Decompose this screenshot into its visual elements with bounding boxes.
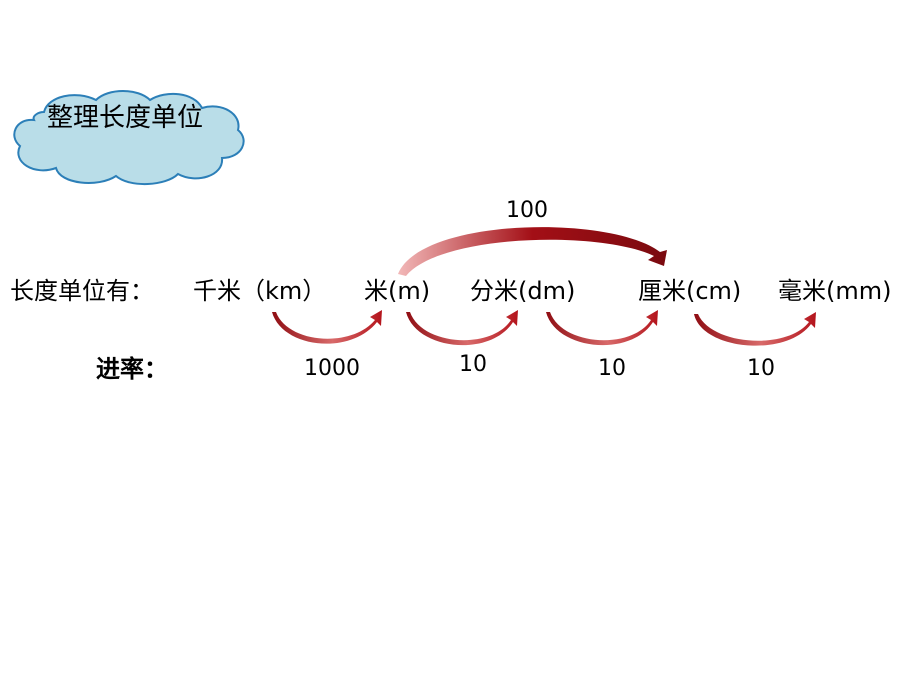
unit-m: 米(m) bbox=[364, 277, 431, 305]
rate-dm-cm: 10 bbox=[598, 356, 626, 381]
arrow-top-m-to-cm bbox=[398, 227, 667, 276]
unit-km: 千米（km） bbox=[193, 277, 327, 305]
cloud-title: 整理长度单位 bbox=[46, 103, 203, 133]
unit-cm: 厘米(cm) bbox=[638, 277, 742, 305]
rate-cm-mm: 10 bbox=[747, 356, 775, 381]
arrow-cm-to-mm bbox=[694, 312, 816, 346]
unit-mm: 毫米(mm) bbox=[778, 277, 892, 305]
unit-dm: 分米(dm) bbox=[470, 277, 576, 305]
rate-label: 进率： bbox=[96, 355, 168, 383]
arrow-km-to-m bbox=[272, 310, 382, 344]
arrow-dm-to-cm bbox=[546, 310, 658, 346]
rate-top-value: 100 bbox=[506, 198, 548, 223]
rate-km-m: 1000 bbox=[304, 356, 360, 381]
arrow-m-to-dm bbox=[406, 310, 518, 346]
units-prefix: 长度单位有： bbox=[10, 277, 154, 305]
cloud-shape bbox=[13, 90, 245, 186]
cloud-outline bbox=[13, 90, 245, 186]
rate-m-dm: 10 bbox=[459, 352, 487, 377]
